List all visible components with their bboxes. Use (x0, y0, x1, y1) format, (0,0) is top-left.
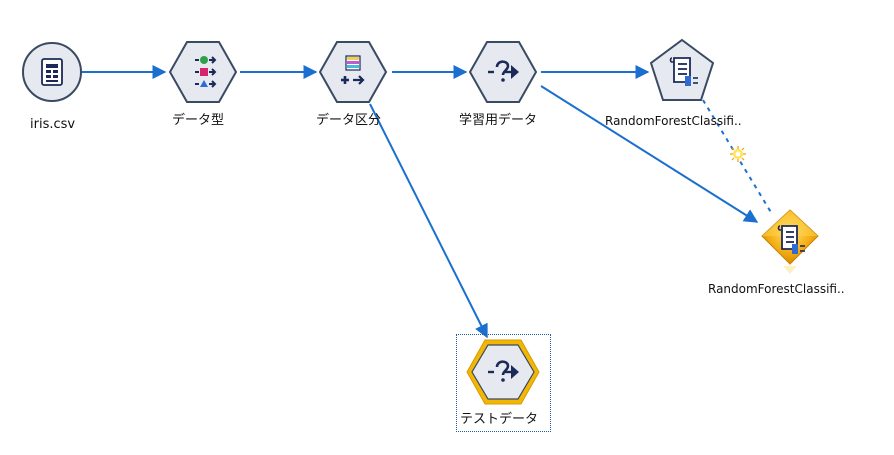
node-iris-csv[interactable] (22, 42, 82, 102)
sparkle-icon (730, 146, 746, 162)
model-nugget-icon (777, 225, 805, 254)
file-source-icon (41, 58, 63, 86)
node-data-type[interactable] (168, 41, 238, 103)
model-builder-icon (669, 57, 698, 86)
select-icon (488, 360, 519, 382)
node-test-data[interactable] (466, 339, 540, 405)
selection-box (456, 334, 551, 432)
node-label-data-type: データ型 (172, 113, 225, 128)
node-rf-model-nugget[interactable] (761, 209, 819, 274)
node-label-iris-csv: iris.csv (30, 117, 76, 132)
node-train-data[interactable] (468, 41, 538, 103)
link-partition-to-test[interactable] (369, 103, 488, 339)
node-label-rf-model-nugget: RandomForestClassifi.. (708, 282, 845, 296)
node-data-partition[interactable] (318, 41, 388, 103)
partition-icon (341, 55, 365, 85)
link-train-to-model-nugget[interactable] (540, 85, 759, 223)
type-field-icon (195, 56, 217, 88)
node-label-data-partition: データ区分 (316, 113, 382, 128)
node-label-train-data: 学習用データ (459, 113, 538, 128)
node-label-test-data: テストデータ (460, 412, 539, 427)
node-label-rf-model-builder: RandomForestClassifi.. (605, 114, 742, 128)
node-rf-model-builder[interactable] (649, 38, 715, 101)
select-icon (488, 60, 519, 82)
